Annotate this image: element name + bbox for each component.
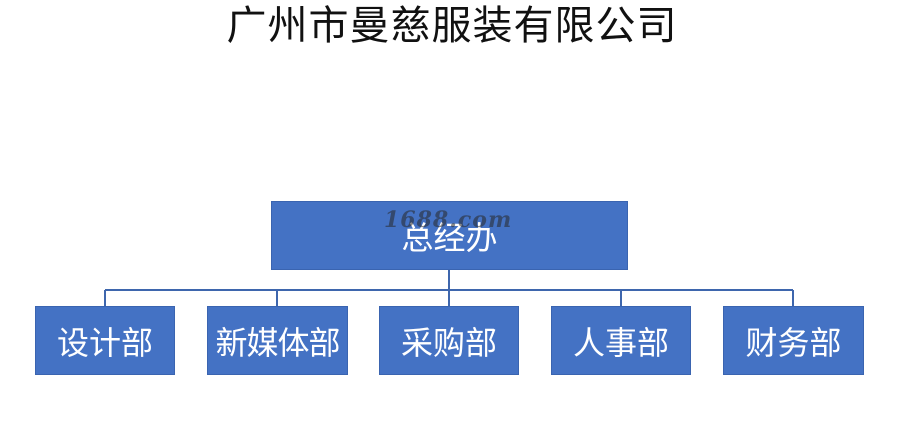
node-label: 财务部 <box>745 323 842 362</box>
node-dept-design: 设计部 <box>35 306 175 375</box>
node-label: 设计部 <box>56 323 153 362</box>
node-dept-hr: 人事部 <box>551 306 691 375</box>
chart-title: 广州市曼慈服装有限公司 <box>226 3 678 49</box>
node-label: 采购部 <box>400 323 497 362</box>
node-dept-new-media: 新媒体部 <box>207 306 348 375</box>
node-root-general-office: 总经办 <box>271 201 628 270</box>
node-label: 总经办 <box>401 218 498 257</box>
watermark: 1688.com <box>384 207 513 233</box>
node-label: 新媒体部 <box>215 323 340 362</box>
node-dept-purchasing: 采购部 <box>379 306 519 375</box>
node-label: 人事部 <box>572 323 669 362</box>
node-dept-finance: 财务部 <box>723 306 864 375</box>
